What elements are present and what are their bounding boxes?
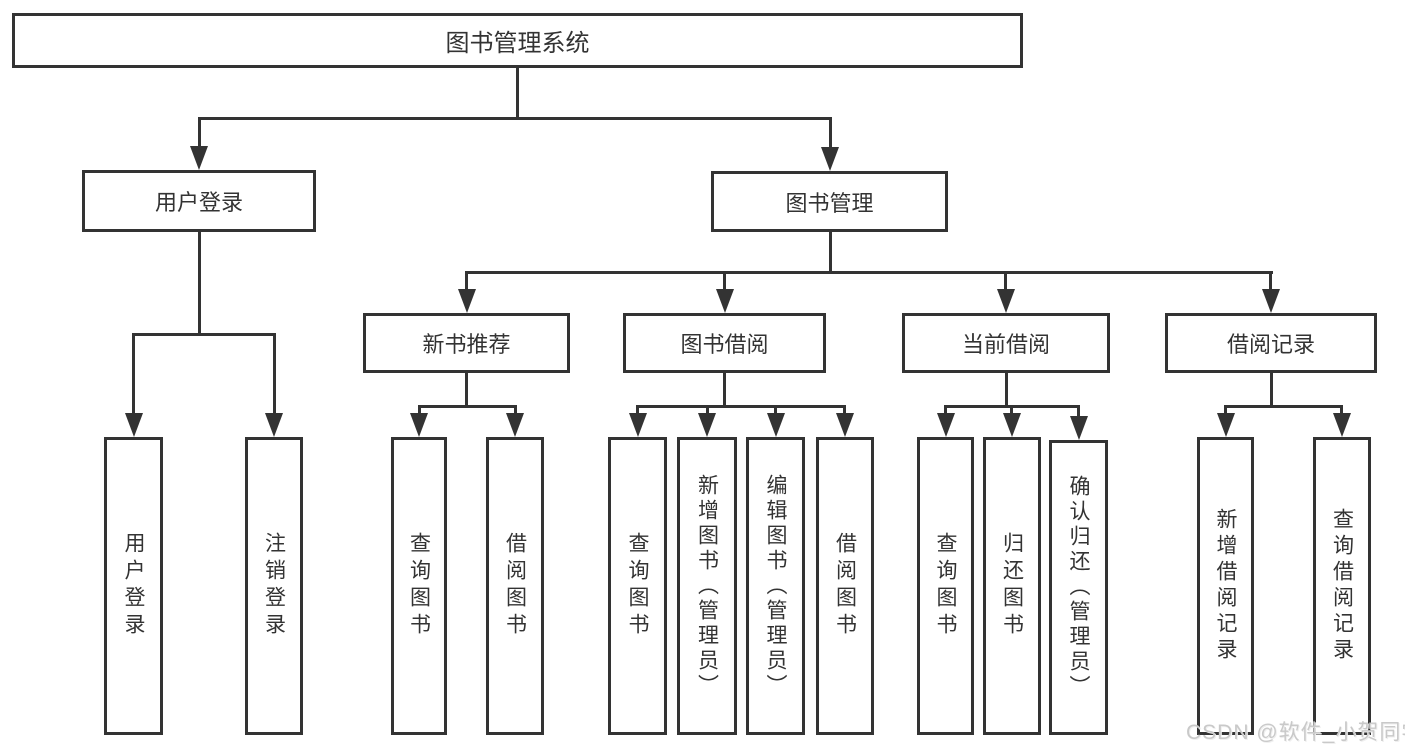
arrow-down-icon [716, 289, 734, 313]
arrow-down-icon [410, 413, 428, 437]
connector-line [944, 405, 947, 417]
connector-line [843, 405, 846, 417]
arrow-down-icon [836, 413, 854, 437]
arrow-down-icon [506, 413, 524, 437]
connector-line [198, 117, 832, 120]
csdn-watermark: CSDN @软件_小贺同学 [1186, 721, 1405, 744]
arrow-down-icon [997, 289, 1015, 313]
node-book-borrowing: 图书借阅 [623, 313, 826, 373]
connector-line [636, 405, 639, 417]
arrow-down-icon [1262, 289, 1280, 313]
arrow-down-icon [1217, 413, 1235, 437]
arrow-down-icon [125, 413, 143, 437]
arrow-down-icon [698, 413, 716, 437]
node-user-login: 用户登录 [82, 170, 316, 232]
connector-line [1224, 405, 1227, 417]
connector-line [465, 373, 468, 408]
leaf-logout: 注销登录 [245, 437, 303, 735]
connector-line [1077, 405, 1080, 419]
node-new-book-recommend: 新书推荐 [363, 313, 570, 373]
connector-line [723, 271, 726, 291]
arrow-down-icon [1070, 416, 1088, 440]
arrow-down-icon [190, 146, 208, 170]
arrow-down-icon [767, 413, 785, 437]
connector-line [418, 405, 421, 417]
connector-line [465, 271, 468, 291]
leaf-query-books-1: 查询图书 [391, 437, 447, 735]
leaf-query-books-2: 查询图书 [608, 437, 667, 735]
connector-line [1340, 405, 1343, 417]
leaf-confirm-return-admin: 确认归还（管理员） [1049, 440, 1108, 735]
connector-line [774, 405, 777, 417]
leaf-return-books: 归还图书 [983, 437, 1041, 735]
connector-line [1010, 405, 1013, 417]
arrow-down-icon [1003, 413, 1021, 437]
connector-line [1270, 373, 1273, 408]
arrow-down-icon [629, 413, 647, 437]
leaf-borrow-books-1: 借阅图书 [486, 437, 544, 735]
connector-line [1004, 271, 1007, 291]
leaf-borrow-books-2: 借阅图书 [816, 437, 874, 735]
arrow-down-icon [937, 413, 955, 437]
arrow-down-icon [458, 289, 476, 313]
connector-line [829, 232, 832, 274]
connector-line [132, 333, 276, 336]
node-current-borrowing: 当前借阅 [902, 313, 1110, 373]
connector-line [636, 405, 846, 408]
connector-line [418, 405, 517, 408]
arrow-down-icon [1333, 413, 1351, 437]
connector-line [1005, 373, 1008, 408]
root-node-library-system: 图书管理系统 [12, 13, 1023, 68]
connector-line [132, 333, 135, 417]
connector-line [465, 271, 1273, 274]
node-borrow-records: 借阅记录 [1165, 313, 1377, 373]
connector-line [1269, 271, 1272, 291]
connector-line [829, 117, 832, 149]
leaf-add-books-admin: 新增图书（管理员） [677, 437, 737, 735]
connector-line [198, 117, 201, 149]
leaf-add-borrow-record: 新增借阅记录 [1197, 437, 1254, 735]
connector-line [706, 405, 709, 417]
node-book-management: 图书管理 [711, 171, 948, 232]
connector-line [516, 68, 519, 118]
arrow-down-icon [821, 147, 839, 171]
connector-line [198, 232, 201, 336]
leaf-query-borrow-record: 查询借阅记录 [1313, 437, 1371, 735]
leaf-user-login: 用户登录 [104, 437, 163, 735]
connector-line [273, 333, 276, 417]
connector-line [514, 405, 517, 417]
leaf-query-books-3: 查询图书 [917, 437, 974, 735]
arrow-down-icon [265, 413, 283, 437]
leaf-edit-books-admin: 编辑图书（管理员） [746, 437, 805, 735]
connector-line [1224, 405, 1343, 408]
connector-line [723, 373, 726, 408]
